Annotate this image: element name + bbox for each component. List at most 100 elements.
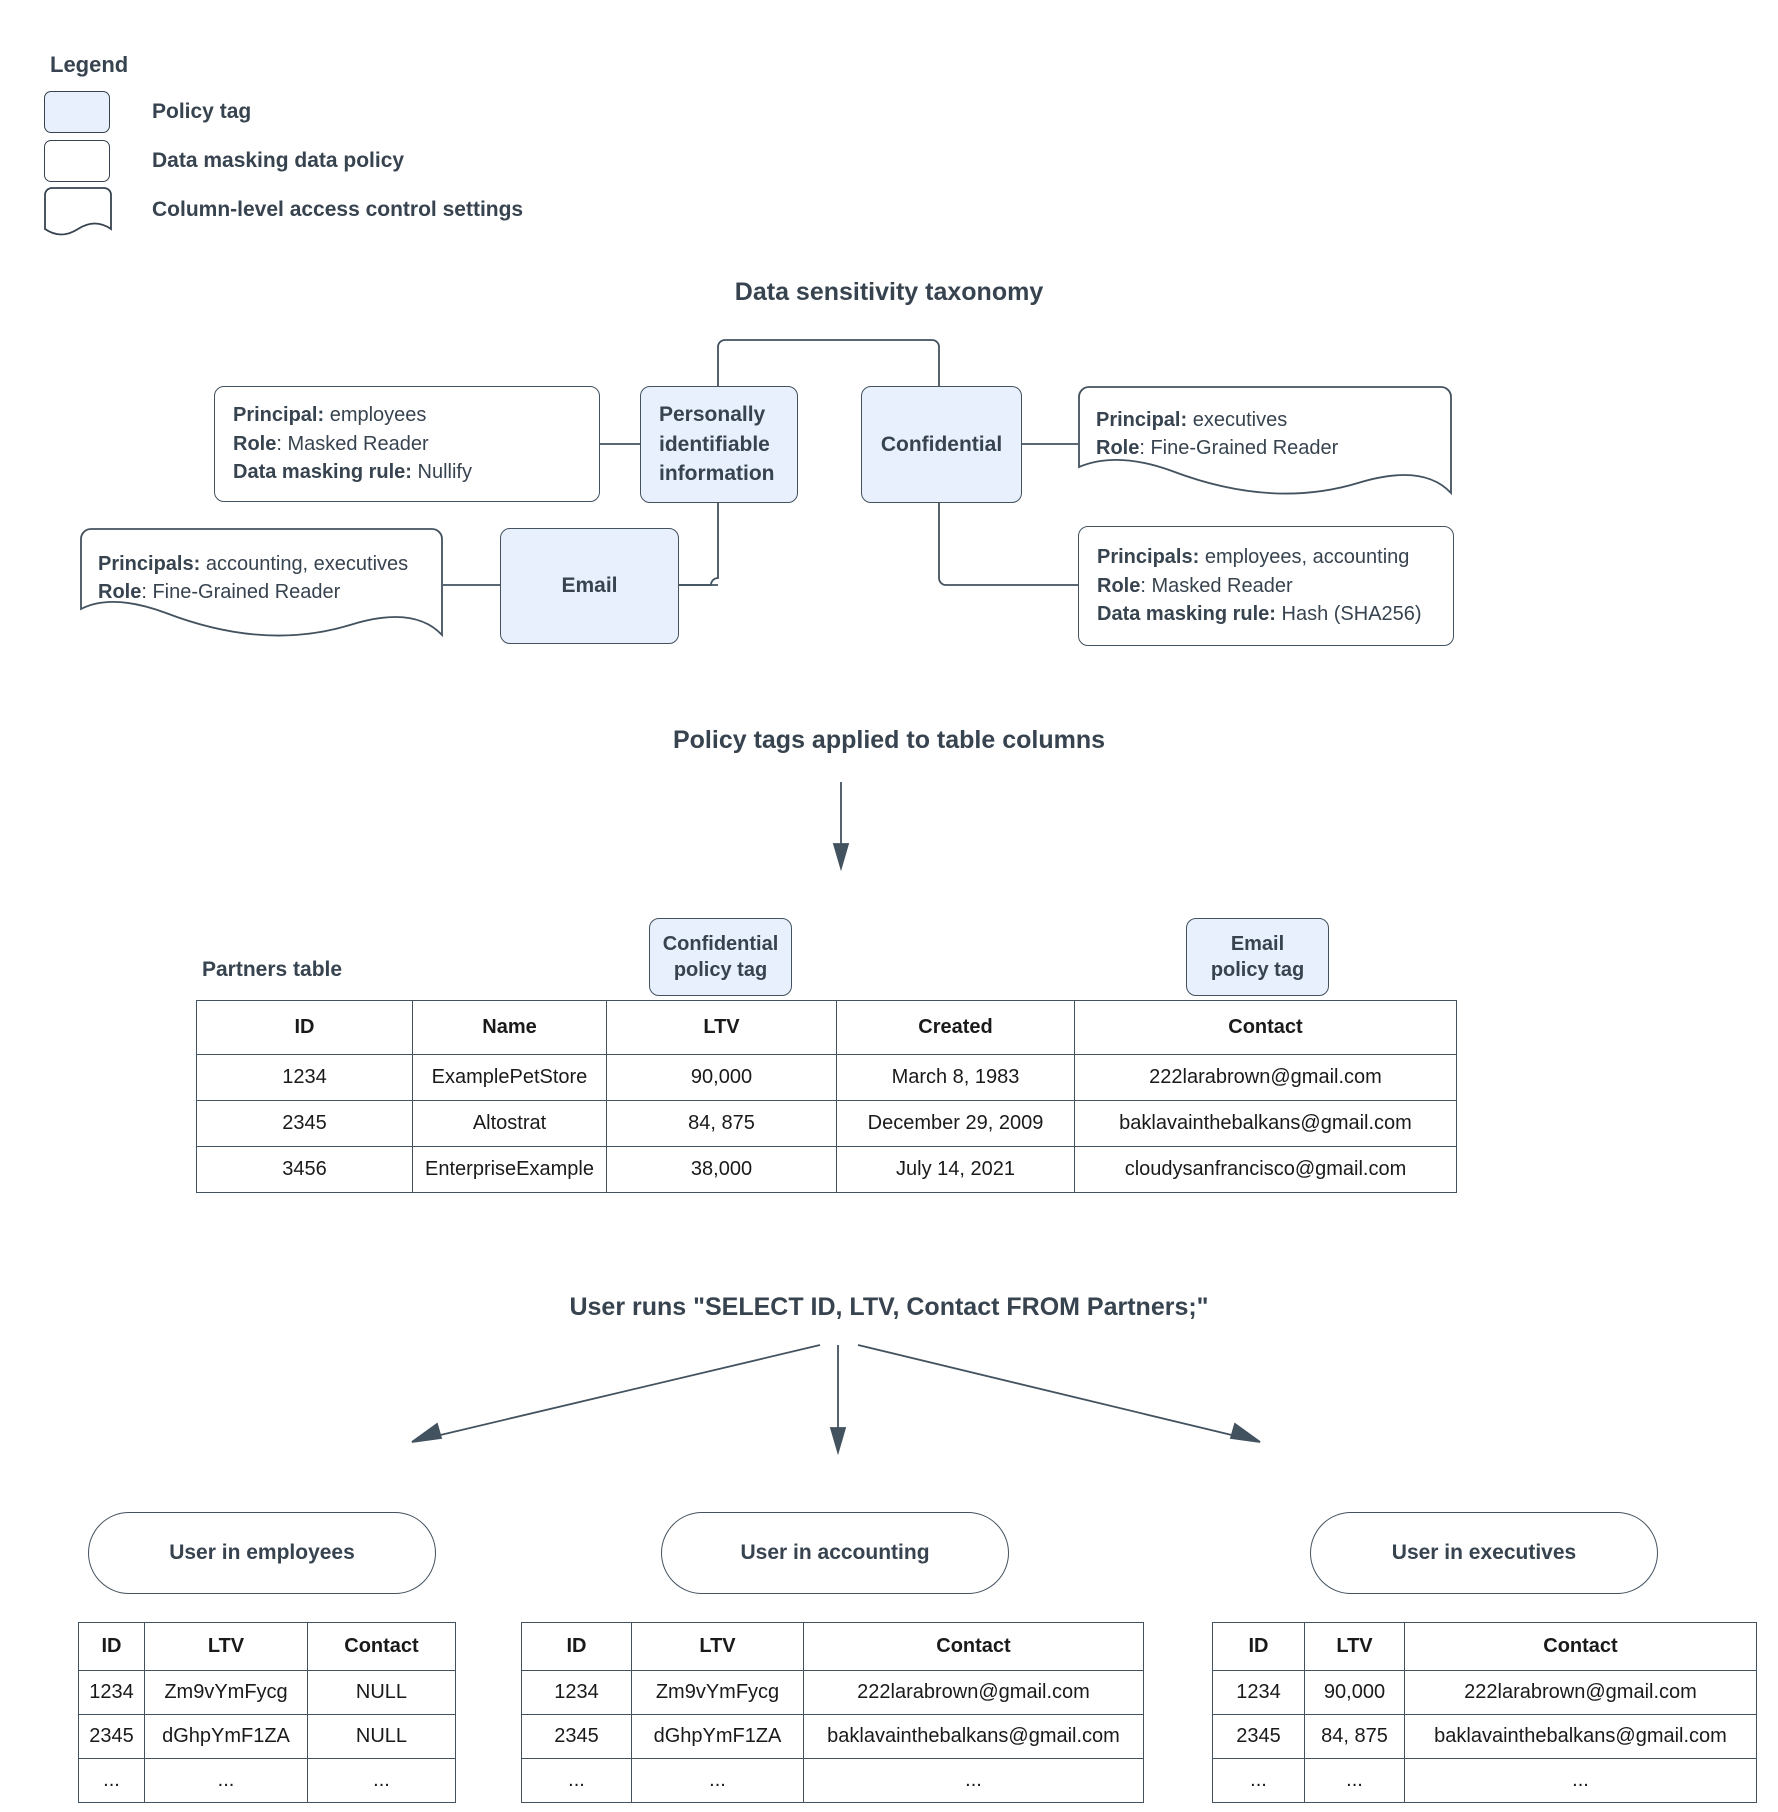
table-row: ... ... ... bbox=[78, 1758, 456, 1803]
table-row: 2345 84, 875 baklavainthebalkans@gmail.c… bbox=[1212, 1714, 1757, 1759]
table-header-row: ID Name LTV Created Contact bbox=[196, 1000, 1457, 1055]
cell-ltv: ... bbox=[1304, 1758, 1405, 1803]
cell-contact: baklavainthebalkans@gmail.com bbox=[803, 1714, 1144, 1759]
column-header-name: Name bbox=[412, 1000, 607, 1055]
cell-created: July 14, 2021 bbox=[836, 1146, 1075, 1193]
policy-tag-pii[interactable]: Personally identifiable information bbox=[640, 386, 798, 503]
policy-line-value: : Fine-Grained Reader bbox=[141, 581, 341, 604]
cell-id: ... bbox=[78, 1758, 145, 1803]
cell-id: 2345 bbox=[196, 1100, 413, 1147]
policy-line-value: executives bbox=[1187, 409, 1288, 431]
column-header-id: ID bbox=[521, 1622, 632, 1671]
policy-tag-email[interactable]: Email bbox=[500, 528, 679, 644]
data-masking-swatch-icon bbox=[44, 140, 110, 182]
cell-contact: NULL bbox=[307, 1670, 456, 1715]
cell-id: 1234 bbox=[521, 1670, 632, 1715]
table-row: 3456 EnterpriseExample 38,000 July 14, 2… bbox=[196, 1146, 1457, 1193]
table-row: 2345 dGhpYmF1ZA NULL bbox=[78, 1714, 456, 1759]
chip-line-2: policy tag bbox=[1210, 959, 1305, 981]
chip-email-policy-tag[interactable]: Email policy tag bbox=[1186, 918, 1329, 996]
policy-line-value: Hash (SHA256) bbox=[1275, 603, 1422, 626]
cell-ltv: Zm9vYmFycg bbox=[144, 1670, 308, 1715]
policy-line-label: Role bbox=[233, 432, 277, 455]
cell-id: 1234 bbox=[78, 1670, 145, 1715]
cell-id: 3456 bbox=[196, 1146, 413, 1193]
policy-line-value: : Masked Reader bbox=[276, 432, 429, 455]
result-table-accounting: ID LTV Contact 1234 Zm9vYmFycg 222larabr… bbox=[521, 1622, 1144, 1803]
cell-contact: cloudysanfrancisco@gmail.com bbox=[1074, 1146, 1457, 1193]
policy-line-label: Principal: bbox=[1096, 409, 1188, 431]
policy-line-value: Nullify bbox=[411, 461, 472, 484]
policy-line-label: Principals: bbox=[1097, 546, 1200, 569]
table-row: 1234 Zm9vYmFycg NULL bbox=[78, 1670, 456, 1715]
cell-id: 2345 bbox=[1212, 1714, 1305, 1759]
cell-ltv: ... bbox=[631, 1758, 804, 1803]
legend-item-data-masking: Data masking data policy bbox=[44, 137, 664, 185]
cell-created: March 8, 1983 bbox=[836, 1054, 1075, 1101]
legend-item-label: Policy tag bbox=[152, 100, 252, 123]
policy-box-pii-masking: Principal: employees Role: Masked Reader… bbox=[214, 386, 600, 502]
column-header-id: ID bbox=[78, 1622, 145, 1671]
pill-label: User in executives bbox=[1391, 1541, 1577, 1564]
legend-title: Legend bbox=[50, 52, 129, 77]
policy-line-value: : Masked Reader bbox=[1140, 574, 1293, 597]
cell-ltv: ... bbox=[144, 1758, 308, 1803]
cell-id: 1234 bbox=[1212, 1670, 1305, 1715]
column-header-ltv: LTV bbox=[144, 1622, 308, 1671]
policy-line-label: Principals: bbox=[98, 553, 201, 575]
access-control-box-confidential: Principal: executives Role: Fine-Grained… bbox=[1078, 386, 1452, 506]
cell-name: ExamplePetStore bbox=[412, 1054, 607, 1101]
policy-line-label: Principal: bbox=[233, 404, 325, 427]
result-table-employees: ID LTV Contact 1234 Zm9vYmFycg NULL 2345… bbox=[78, 1622, 456, 1803]
cell-contact: ... bbox=[803, 1758, 1144, 1803]
pill-user-in-employees: User in employees bbox=[88, 1512, 436, 1594]
policy-line-value: employees bbox=[324, 404, 427, 427]
table-row: 1234 ExamplePetStore 90,000 March 8, 198… bbox=[196, 1054, 1457, 1101]
table-row: 1234 90,000 222larabrown@gmail.com bbox=[1212, 1670, 1757, 1715]
table-row: 2345 dGhpYmF1ZA baklavainthebalkans@gmai… bbox=[521, 1714, 1144, 1759]
policy-tag-confidential[interactable]: Confidential bbox=[861, 386, 1022, 503]
policy-line-label: Role bbox=[1097, 574, 1141, 597]
cell-name: Altostrat bbox=[412, 1100, 607, 1147]
cell-ltv: 90,000 bbox=[1304, 1670, 1405, 1715]
taxonomy-title: Data sensitivity taxonomy bbox=[734, 278, 1044, 306]
cell-contact: NULL bbox=[307, 1714, 456, 1759]
policy-line-value: employees, accounting bbox=[1199, 546, 1410, 569]
applied-title: Policy tags applied to table columns bbox=[672, 726, 1106, 754]
column-header-contact: Contact bbox=[1074, 1000, 1457, 1055]
query-title: User runs "SELECT ID, LTV, Contact FROM … bbox=[569, 1293, 1209, 1321]
policy-line-label: Data masking rule: bbox=[1097, 603, 1276, 626]
table-row: ... ... ... bbox=[521, 1758, 1144, 1803]
column-header-contact: Contact bbox=[307, 1622, 456, 1671]
cell-contact: ... bbox=[1404, 1758, 1757, 1803]
legend-item-column-access: Column-level access control settings bbox=[44, 186, 664, 236]
legend-item-label: Column-level access control settings bbox=[152, 198, 524, 221]
policy-line-value: accounting, executives bbox=[200, 553, 409, 575]
column-access-swatch-icon bbox=[44, 187, 112, 236]
partners-table-label: Partners table bbox=[202, 958, 343, 981]
pill-label: User in employees bbox=[169, 1541, 355, 1564]
cell-ltv: 84, 875 bbox=[1304, 1714, 1405, 1759]
chip-line-1: Confidential bbox=[662, 933, 779, 955]
legend: Legend Policy tag Data masking data poli… bbox=[44, 52, 664, 236]
chip-line-2: policy tag bbox=[673, 959, 768, 981]
access-control-box-email: Principals: accounting, executives Role:… bbox=[80, 528, 443, 648]
cell-name: EnterpriseExample bbox=[412, 1146, 607, 1193]
cell-contact: 222larabrown@gmail.com bbox=[1404, 1670, 1757, 1715]
table-header-row: ID LTV Contact bbox=[521, 1622, 1144, 1671]
pill-label: User in accounting bbox=[740, 1541, 930, 1564]
policy-line-label: Data masking rule: bbox=[233, 461, 412, 484]
column-header-ltv: LTV bbox=[606, 1000, 837, 1055]
column-header-created: Created bbox=[836, 1000, 1075, 1055]
column-header-id: ID bbox=[1212, 1622, 1305, 1671]
cell-contact: baklavainthebalkans@gmail.com bbox=[1074, 1100, 1457, 1147]
column-header-ltv: LTV bbox=[1304, 1622, 1405, 1671]
result-grid-accounting: ID LTV Contact 1234 Zm9vYmFycg 222larabr… bbox=[521, 1622, 1144, 1803]
chip-confidential-policy-tag[interactable]: Confidential policy tag bbox=[649, 918, 792, 996]
cell-id: 2345 bbox=[78, 1714, 145, 1759]
cell-contact: 222larabrown@gmail.com bbox=[1074, 1054, 1457, 1101]
cell-id: 1234 bbox=[196, 1054, 413, 1101]
policy-box-confidential-masking: Principals: employees, accounting Role: … bbox=[1078, 526, 1454, 646]
cell-ltv: 84, 875 bbox=[606, 1100, 837, 1147]
